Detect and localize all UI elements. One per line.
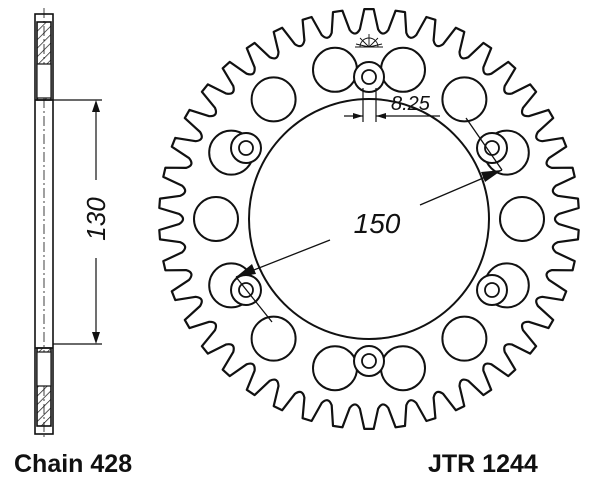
chain-size-label: Chain 428	[14, 450, 133, 478]
bolt-circle-dimension	[235, 117, 503, 323]
bolt-circle-arrow-left	[236, 264, 256, 277]
side-height-dimension	[53, 99, 102, 345]
lightening-hole	[193, 196, 239, 242]
sun-symbol-ray	[359, 37, 370, 48]
mount-hole	[361, 353, 377, 369]
hole-size-label: 8.25	[391, 93, 431, 115]
lightening-hole	[250, 76, 297, 123]
lightening-hole	[312, 46, 358, 93]
hole-size-dimension	[344, 88, 440, 122]
hole-arrow-left	[353, 113, 363, 119]
lightening-hole	[441, 315, 488, 362]
mount-hole	[361, 69, 377, 85]
bolt-circle-extension-right	[465, 117, 503, 171]
lightening-hole	[312, 345, 358, 392]
mount-hole	[484, 282, 500, 298]
sprocket-front-view	[158, 8, 580, 430]
center-bore	[248, 98, 490, 340]
part-number-label: JTR 1244	[428, 450, 538, 478]
bolt-circle-extension-left	[235, 276, 273, 323]
lightening-hole	[250, 315, 297, 362]
bolt-circle-arrow-right	[481, 170, 502, 182]
lightening-hole	[441, 76, 488, 123]
lightening-hole	[499, 196, 545, 242]
side-profile-bolt-slot-bottom	[36, 351, 52, 387]
sprocket-side-profile	[34, 8, 54, 440]
arrowhead-bottom	[92, 332, 100, 344]
mount-holes-group	[230, 61, 508, 377]
hole-arrow-right	[376, 113, 386, 119]
side-height-label: 130	[81, 197, 111, 241]
sun-symbol-ray	[368, 43, 383, 48]
lightening-hole	[380, 46, 426, 93]
bolt-circle-label: 150	[354, 208, 401, 239]
side-profile-bolt-slot-top	[36, 63, 52, 99]
lightening-hole	[380, 345, 426, 392]
arrowhead-top	[92, 100, 100, 112]
sun-symbol-icon	[355, 34, 383, 48]
sun-symbol-ray	[368, 37, 379, 48]
sun-symbol-ray	[355, 43, 370, 48]
mount-hole	[238, 140, 254, 156]
